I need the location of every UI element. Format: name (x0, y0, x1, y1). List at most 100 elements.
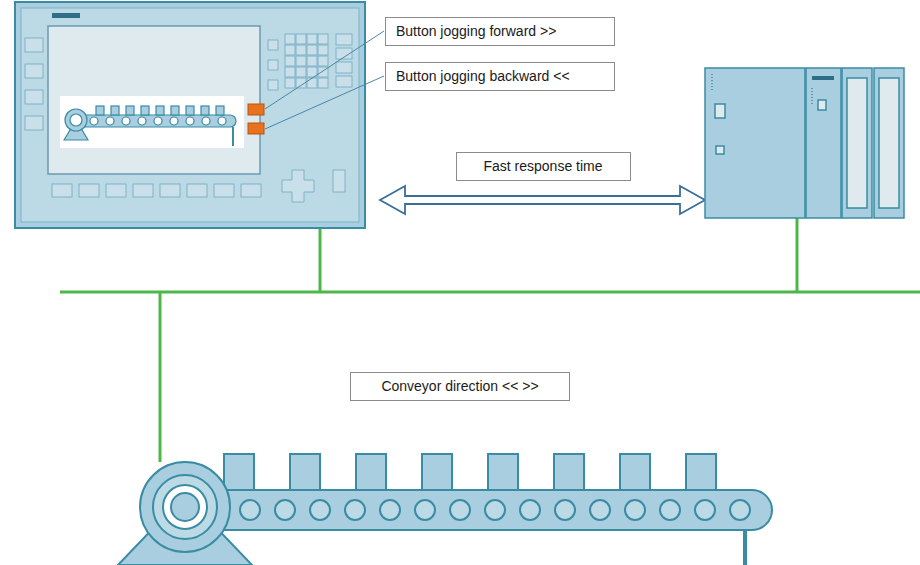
soft-key (214, 184, 234, 197)
roller (345, 500, 365, 520)
callout-text: Button jogging forward >> (396, 23, 604, 40)
roller (310, 500, 330, 520)
roller (380, 500, 400, 520)
mini-box (216, 106, 224, 115)
io-cover (847, 78, 867, 208)
cursor-keys (282, 170, 314, 202)
cpu-module (806, 68, 841, 218)
leader-lines (265, 31, 384, 129)
keypad-key (296, 56, 306, 66)
mini-box (201, 106, 209, 115)
leader-line (265, 31, 384, 109)
motor-ring (163, 485, 207, 529)
roller (590, 500, 610, 520)
roller (660, 500, 680, 520)
screen-key (268, 60, 278, 70)
leader-line (265, 76, 384, 129)
callout-text: Button jogging backward << (396, 68, 604, 85)
mini-leg (232, 127, 234, 146)
io-module (874, 68, 904, 218)
mini-box (111, 106, 119, 115)
roller (240, 500, 260, 520)
roller (415, 500, 435, 520)
io-cover (879, 78, 899, 208)
side-key (25, 116, 43, 130)
function-key (336, 76, 352, 87)
roller (695, 500, 715, 520)
roller (520, 500, 540, 520)
soft-key (187, 184, 207, 197)
roller (730, 500, 750, 520)
conveyor-leg (743, 528, 747, 565)
side-key (25, 64, 43, 78)
mini-roller (106, 117, 114, 125)
side-key (25, 90, 43, 104)
mini-box (156, 106, 164, 115)
conveyor-box (686, 454, 716, 490)
roller (450, 500, 470, 520)
mini-roller (218, 117, 226, 125)
mini-box (186, 106, 194, 115)
roller (275, 500, 295, 520)
keypad-key (318, 78, 328, 88)
jog-forward-button (248, 104, 264, 115)
jog-backward-button (248, 123, 264, 134)
conveyor-box (620, 454, 650, 490)
double-arrow (380, 186, 705, 214)
hmi-logo (52, 13, 80, 18)
conveyor-box (554, 454, 584, 490)
vent (711, 74, 713, 92)
screen-conveyor (64, 106, 236, 146)
conveyor-goods (224, 454, 716, 490)
mini-belt (70, 115, 236, 127)
keypad-key (285, 45, 295, 55)
keypad-key (296, 67, 306, 77)
mini-box (141, 106, 149, 115)
hmi-body (15, 2, 365, 228)
mini-roller (122, 117, 130, 125)
mini-roller (138, 117, 146, 125)
mini-roller (202, 117, 210, 125)
drive-motor (140, 462, 230, 552)
soft-key (52, 184, 72, 197)
bus-line (60, 291, 920, 294)
conveyor-box (290, 454, 320, 490)
mini-box (96, 106, 104, 115)
cpu-leds (811, 88, 813, 104)
hmi-screen (48, 26, 260, 174)
hmi-drop (319, 228, 322, 292)
psu-terminal (716, 146, 724, 154)
soft-key (106, 184, 126, 197)
motor-ring (153, 475, 217, 539)
conveyor-box (422, 454, 452, 490)
hmi-panel (15, 2, 365, 228)
keypad-key (307, 45, 317, 55)
motor-hub (171, 493, 199, 521)
keypad-key (296, 45, 306, 55)
soft-key (160, 184, 180, 197)
psu-switch (715, 104, 725, 118)
conveyor (118, 454, 772, 565)
keypad-key (318, 45, 328, 55)
soft-key (79, 184, 99, 197)
power-supply (705, 68, 805, 218)
mini-roller (154, 117, 162, 125)
callout-box: Conveyor direction << >> (350, 372, 570, 401)
conveyor-box (224, 454, 254, 490)
drive-drop (159, 292, 162, 462)
cpu-switch (818, 100, 826, 110)
conveyor-belt (150, 490, 772, 530)
keypad-key (318, 34, 328, 44)
callout-text: Conveyor direction << >> (361, 378, 559, 395)
enter-key (333, 170, 345, 192)
cpu-label (812, 76, 834, 80)
mini-roller (90, 117, 98, 125)
mini-roller (170, 117, 178, 125)
roller (555, 500, 575, 520)
mini-roller (186, 117, 194, 125)
mini-motor-hub (70, 114, 82, 126)
conveyor-rollers (170, 500, 750, 520)
keypad-key (307, 78, 317, 88)
